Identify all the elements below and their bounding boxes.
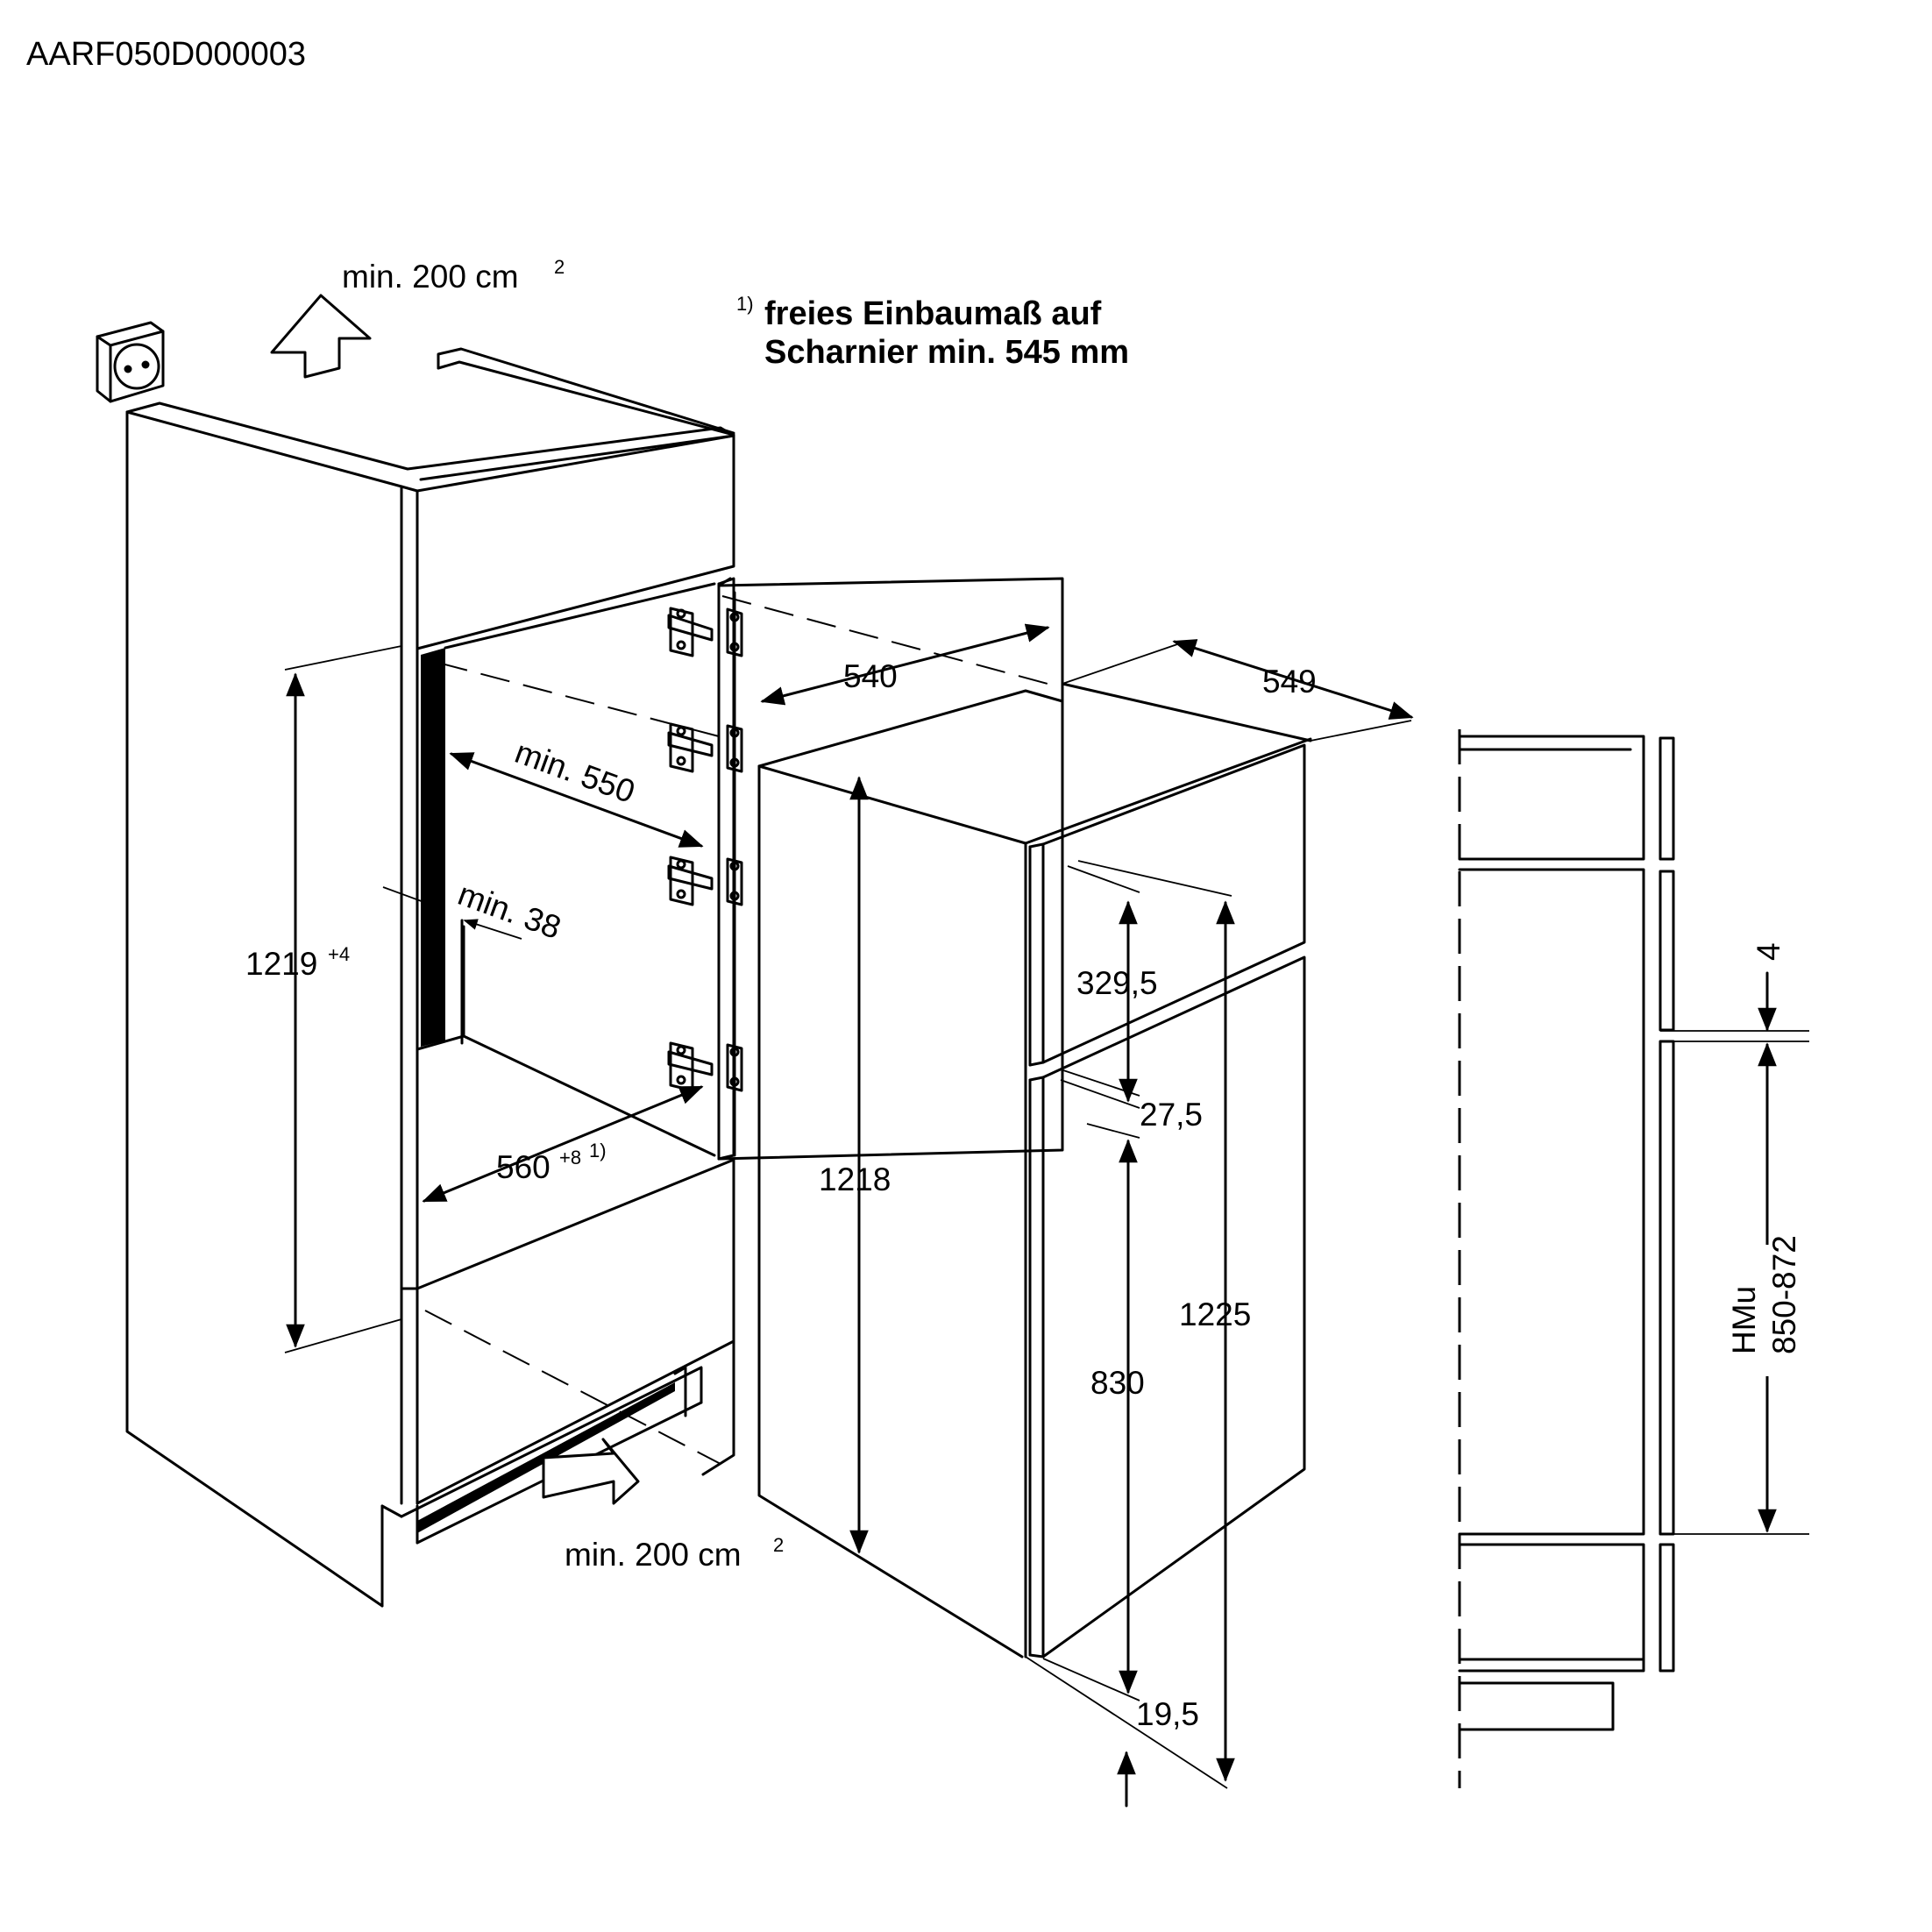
svg-text:Scharnier min. 545 mm: Scharnier min. 545 mm bbox=[764, 334, 1129, 371]
svg-text:1): 1) bbox=[736, 293, 754, 315]
svg-text:+8: +8 bbox=[559, 1147, 581, 1168]
freezer-door-label: 329,5 bbox=[1076, 965, 1158, 1001]
cabinet-niche bbox=[125, 347, 735, 1608]
side-view bbox=[1458, 729, 1809, 1788]
footnote: 1) freies Einbaumaß auf Scharnier min. 5… bbox=[736, 293, 1129, 371]
svg-text:freies Einbaumaß auf: freies Einbaumaß auf bbox=[764, 295, 1102, 332]
svg-text:2: 2 bbox=[554, 256, 565, 278]
drawing-code: AARF050D000003 bbox=[26, 36, 306, 73]
hinge-3-icon bbox=[667, 856, 743, 906]
svg-text:min. 200 cm: min. 200 cm bbox=[565, 1537, 742, 1573]
svg-text:1219: 1219 bbox=[245, 946, 317, 982]
hinge-4-icon bbox=[667, 1041, 743, 1092]
svg-text:2: 2 bbox=[773, 1534, 784, 1556]
niche-width-label: 560 +8 1) bbox=[496, 1140, 607, 1185]
appliance-door-panel bbox=[717, 577, 1064, 1161]
door-gap-label: 27,5 bbox=[1140, 1097, 1203, 1133]
depth-549-label: 549 bbox=[1262, 664, 1317, 700]
hinge-2-icon bbox=[667, 722, 743, 773]
ventilation-bottom-label: min. 200 cm 2 bbox=[565, 1534, 784, 1573]
ventilation-bottom-arrow-icon bbox=[542, 1438, 640, 1505]
niche-height-label: 1219 +4 bbox=[245, 943, 350, 982]
side-view-dimensions bbox=[1744, 971, 1806, 1533]
side-hmu-label: HMu bbox=[1726, 1286, 1762, 1354]
hinge-1-icon bbox=[667, 607, 743, 657]
power-socket-icon bbox=[96, 321, 165, 403]
dimension-lines bbox=[284, 623, 1414, 1808]
side-gap-label: 4 bbox=[1751, 942, 1786, 961]
svg-text:560: 560 bbox=[496, 1149, 550, 1185]
height-1218-label: 1218 bbox=[819, 1161, 891, 1197]
ventilation-top-label: min. 200 cm 2 bbox=[342, 256, 565, 295]
depth-540-label: 540 bbox=[843, 658, 898, 694]
svg-text:1): 1) bbox=[589, 1140, 607, 1161]
dashed-guides bbox=[424, 595, 1048, 1465]
ventilation-top-arrow-icon bbox=[270, 294, 372, 379]
svg-text:+4: +4 bbox=[328, 943, 350, 965]
bottom-offset-label: 19,5 bbox=[1136, 1696, 1199, 1732]
total-height-label: 1225 bbox=[1179, 1296, 1251, 1332]
svg-text:min. 200 cm: min. 200 cm bbox=[342, 259, 519, 295]
fridge-door-label: 830 bbox=[1090, 1365, 1145, 1401]
side-range-label: 850-872 bbox=[1766, 1235, 1802, 1354]
